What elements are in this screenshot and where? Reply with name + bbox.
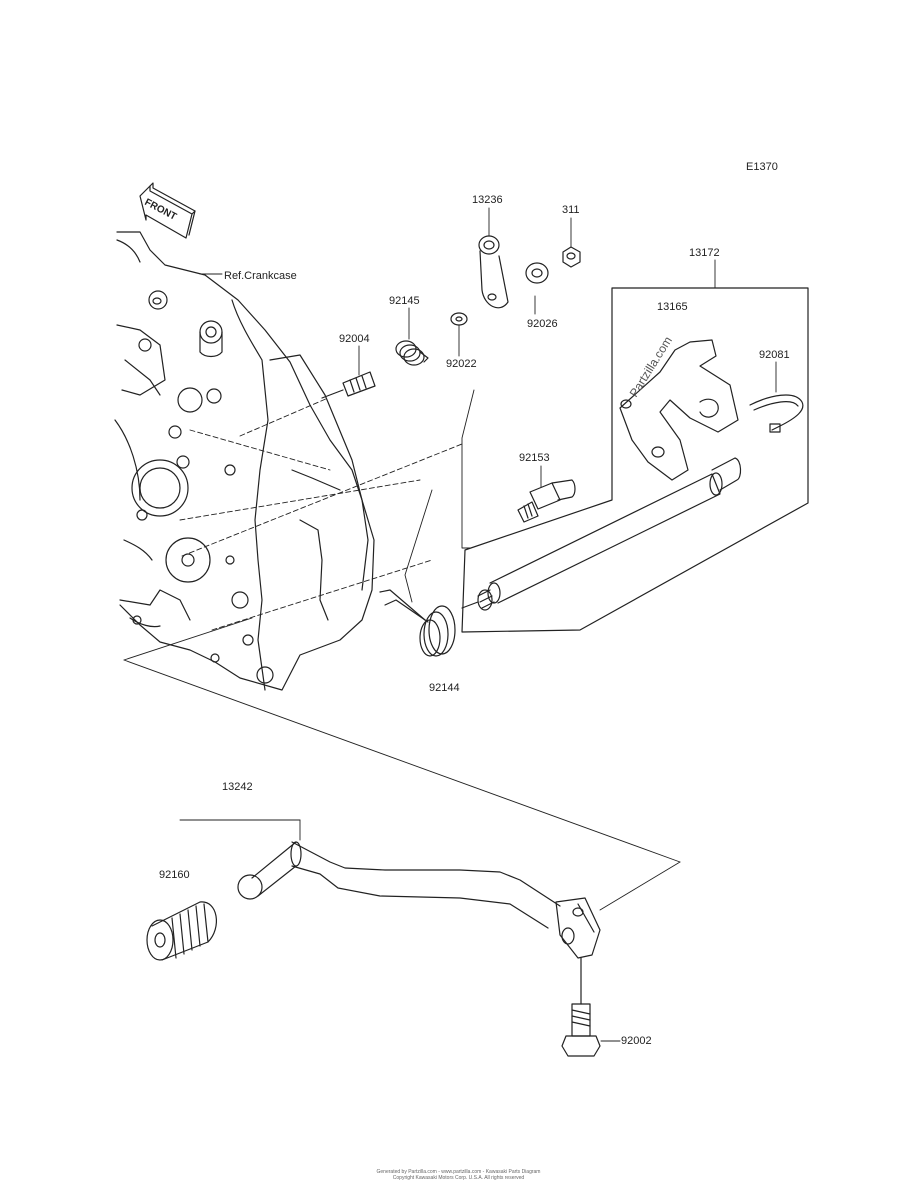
bolt-92002 [561, 957, 601, 1057]
washer-92026 [525, 262, 549, 284]
part-label-13165: 13165 [657, 301, 688, 313]
diagram-id-label: E1370 [746, 161, 778, 173]
part-label-92145: 92145 [389, 295, 420, 307]
dashed-reference-lines [179, 397, 463, 631]
watermark: Partzilla.com [627, 334, 675, 400]
clip-92081 [749, 394, 804, 433]
footer-line-1: Generated by Partzilla.com - www.partzil… [376, 1169, 541, 1175]
shift-pedal-13242 [237, 841, 601, 959]
assembly-frame-13172 [461, 287, 809, 633]
part-label-92022: 92022 [446, 358, 477, 370]
part-label-92160: 92160 [159, 869, 190, 881]
linkage-lines [123, 389, 681, 911]
part-label-92026: 92026 [527, 318, 558, 330]
ref-crankcase-label: Ref.Crankcase [224, 270, 297, 282]
shift-shaft [461, 457, 742, 611]
part-label-311: 311 [562, 204, 580, 216]
crankcase-drawing [114, 231, 375, 691]
part-label-13172: 13172 [689, 247, 720, 259]
part-label-13236: 13236 [472, 194, 503, 206]
footer-line-2: Copyright Kawasaki Motors Corp. U.S.A. A… [392, 1175, 525, 1181]
part-label-13242: 13242 [222, 781, 253, 793]
plate-13165 [619, 339, 739, 481]
front-arrow-icon [139, 182, 196, 239]
spring-92144 [379, 589, 456, 657]
stud-92004 [321, 371, 376, 399]
part-label-92002: 92002 [621, 1035, 652, 1047]
spring-92145 [395, 340, 429, 366]
leader-lines [358, 207, 777, 1042]
part-label-92004: 92004 [339, 333, 370, 345]
part-label-92081: 92081 [759, 349, 790, 361]
nut-311 [562, 246, 581, 268]
arm-13236 [478, 235, 509, 309]
pedal-rubber-92160 [146, 901, 217, 961]
washer-92022 [450, 312, 468, 326]
part-label-92153: 92153 [519, 452, 550, 464]
part-label-92144: 92144 [429, 682, 460, 694]
bolt-92153 [517, 479, 576, 523]
